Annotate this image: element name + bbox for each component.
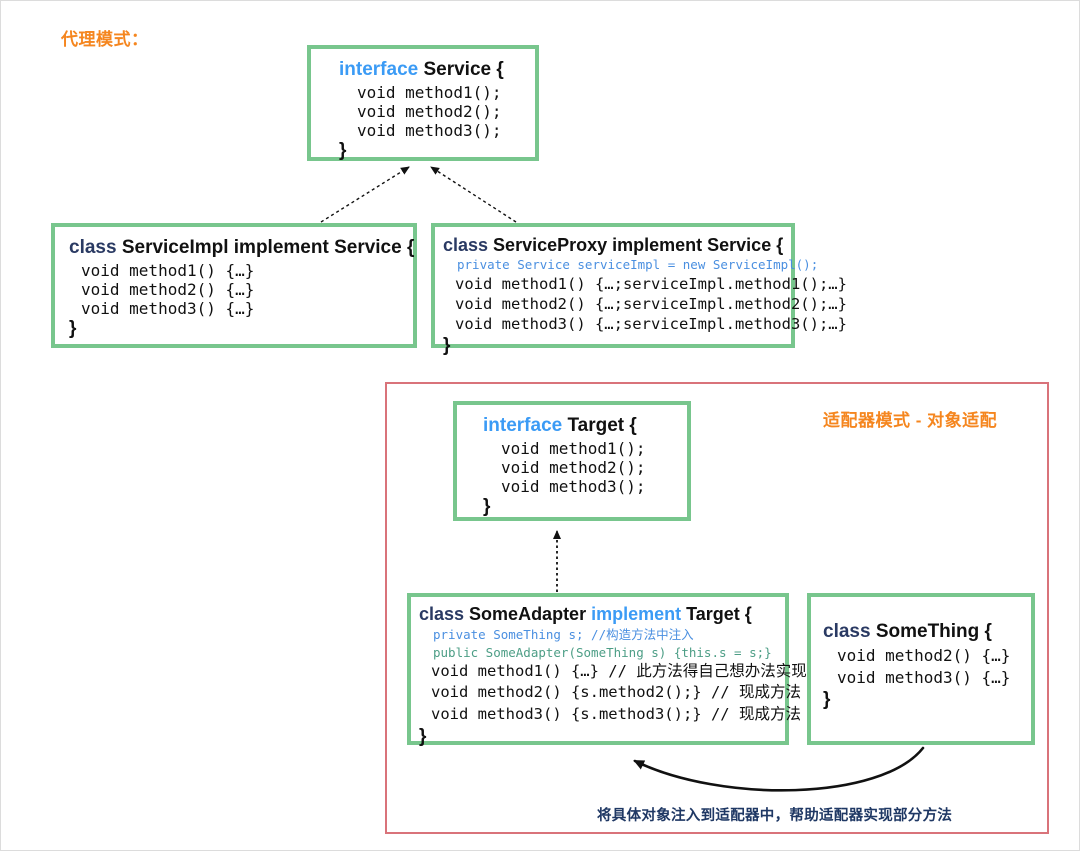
class-box-someadapter-supertype: Target { — [681, 604, 752, 624]
keyword-interface: interface — [483, 415, 563, 436]
class-box-serviceimpl-header: class ServiceImpl implement Service { — [69, 235, 414, 261]
interface-box-target: interface Target { void method1(); void … — [453, 401, 691, 521]
method-signature: void method1() {…} — [81, 260, 255, 280]
adapter-pattern-caption: 将具体对象注入到适配器中，帮助适配器实现部分方法 — [597, 808, 953, 824]
class-box-serviceproxy-header: class ServiceProxy implement Service { — [443, 233, 784, 257]
method-signature: void method1() {…} // 此方法得自己想办法实现 — [431, 661, 807, 680]
arrow-serviceproxy-to-service — [430, 166, 517, 223]
keyword-implement: implement — [591, 604, 682, 624]
class-box-something-name: SomeThing { — [870, 621, 992, 642]
closing-brace: } — [419, 725, 427, 747]
field-declaration: private SomeThing s; //构造方法中注入 — [433, 627, 694, 643]
closing-brace: } — [823, 689, 831, 711]
method-signature: void method3() {…} — [837, 668, 1011, 688]
class-box-someadapter-name: SomeAdapter — [464, 604, 592, 624]
class-box-serviceimpl: class ServiceImpl implement Service { vo… — [51, 223, 417, 348]
method-signature: void method2() {s.method2();} // 现成方法 — [431, 683, 801, 702]
arrow-serviceimpl-to-service — [320, 166, 410, 223]
class-box-something-header: class SomeThing { — [823, 619, 1021, 645]
keyword-class: class — [443, 235, 489, 255]
method-signature: void method2() {…} — [81, 279, 255, 299]
method-signature: void method2(); — [501, 457, 646, 477]
class-box-serviceproxy: class ServiceProxy implement Service { p… — [431, 223, 847, 356]
method-signature: void method2() {…} — [837, 645, 1011, 665]
adapter-pattern-panel — [385, 382, 1049, 834]
method-signature: void method3() {…;serviceImpl.method3();… — [455, 315, 847, 334]
class-box-someadapter: class SomeAdapter implement Target { pri… — [407, 593, 807, 747]
method-signature: void method3(); — [501, 476, 646, 496]
method-signature: void method2() {…;serviceImpl.method2();… — [455, 295, 847, 314]
class-box-someadapter-header: class SomeAdapter implement Target { — [419, 602, 775, 626]
method-signature: void method3() {s.method3();} // 现成方法 — [431, 705, 801, 724]
closing-brace: } — [483, 495, 491, 517]
interface-box-service-header: interface Service { — [339, 57, 525, 83]
class-box-serviceproxy-name: ServiceProxy implement Service { — [488, 235, 784, 255]
keyword-class: class — [69, 237, 117, 258]
field-declaration: private Service serviceImpl = new Servic… — [457, 257, 819, 273]
closing-brace: } — [69, 317, 77, 339]
method-signature: void method1(); — [501, 438, 646, 458]
class-box-serviceimpl-name: ServiceImpl implement Service { — [116, 237, 415, 258]
method-signature: void method2(); — [357, 101, 502, 121]
closing-brace: } — [339, 139, 347, 161]
interface-box-service: interface Service { void method1(); void… — [307, 45, 539, 161]
keyword-class: class — [419, 604, 465, 624]
proxy-pattern-title: 代理模式： — [61, 30, 149, 49]
class-box-something: class SomeThing { void method2() {…} voi… — [807, 593, 1035, 745]
method-signature: void method3(); — [357, 120, 502, 140]
interface-box-target-name: Target { — [562, 415, 637, 436]
closing-brace: } — [443, 334, 451, 356]
method-signature: void method1(); — [357, 82, 502, 102]
constructor-declaration: public SomeAdapter(SomeThing s) {this.s … — [433, 644, 772, 660]
keyword-interface: interface — [339, 59, 419, 80]
adapter-pattern-title: 适配器模式 - 对象适配 — [823, 411, 998, 430]
keyword-class: class — [823, 621, 871, 642]
interface-box-target-header: interface Target { — [483, 413, 677, 439]
method-signature: void method1() {…;serviceImpl.method1();… — [455, 275, 847, 294]
interface-box-service-name: Service { — [418, 59, 504, 80]
method-signature: void method3() {…} — [81, 298, 255, 318]
